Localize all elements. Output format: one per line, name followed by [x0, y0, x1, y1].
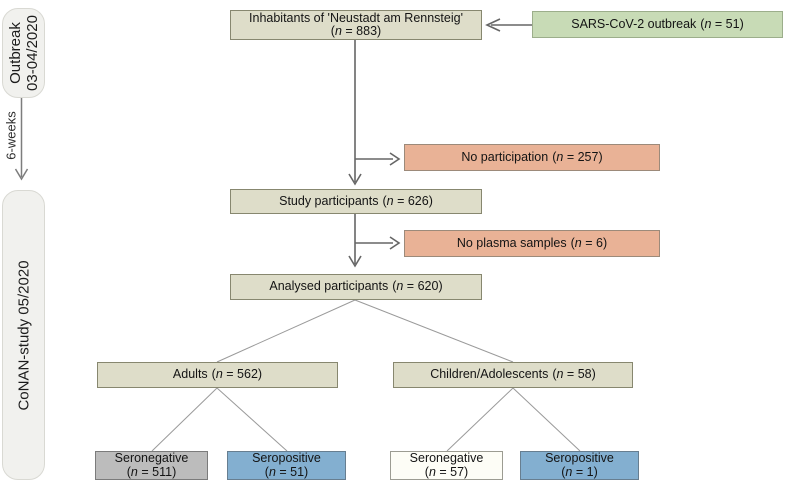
- children-seropositive-box: Seropositive (n = 1): [520, 451, 639, 480]
- no-participation-box: No participation(n = 257): [404, 144, 660, 171]
- n-count: (n = 58): [552, 367, 596, 382]
- no-plasma-samples-box: No plasma samples(n = 6): [404, 230, 660, 257]
- n-count: (n = 562): [211, 367, 263, 382]
- line-adults-to-seropositive: [216, 387, 288, 452]
- timeline-outbreak-label: Outbreak 03-04/2020: [6, 15, 41, 91]
- box-label: No plasma samples(n = 6): [456, 235, 608, 250]
- children-seronegative-box: Seronegative (n = 57): [390, 451, 503, 480]
- analysed-participants-box: Analysed participants(n = 620): [230, 274, 482, 300]
- line-analysed-to-children: [354, 299, 514, 363]
- timeline-interval-label: 6-weeks: [3, 111, 19, 160]
- n-count: (n = 6): [570, 235, 608, 250]
- box-label: Adults(n = 562): [172, 367, 263, 382]
- line-children-to-seronegative: [446, 387, 514, 452]
- adults-seronegative-box: Seronegative (n = 511): [95, 451, 208, 480]
- n-count: (n = 620): [392, 279, 443, 294]
- line-analysed-to-adults: [216, 299, 356, 363]
- n-count: (n = 1): [561, 464, 598, 479]
- timeline-conan-study-pill: CoNAN-study 05/2020: [2, 190, 45, 480]
- box-label: SARS-CoV-2 outbreak(n = 51): [571, 16, 744, 31]
- box-label: Children/Adolescents(n = 58): [430, 367, 596, 382]
- box-label: Inhabitants of 'Neustadt am Rennsteig': [249, 10, 463, 25]
- line-adults-to-seronegative: [151, 387, 218, 452]
- study-participants-box: Study participants(n = 626): [230, 189, 482, 214]
- sars-cov-2-outbreak-box: SARS-CoV-2 outbreak(n = 51): [532, 11, 783, 38]
- arrowhead-down-icon: [348, 255, 362, 268]
- box-label: Seropositive: [545, 451, 614, 465]
- line-children-to-seropositive: [512, 387, 581, 452]
- n-count: (n = 626): [382, 193, 433, 208]
- timeline-outbreak-pill: Outbreak 03-04/2020: [2, 8, 45, 98]
- arrowhead-left-icon: [485, 18, 501, 32]
- arrowhead-down-icon: [14, 168, 29, 181]
- n-count: (n = 51): [264, 464, 309, 479]
- n-count: (n = 883): [330, 24, 382, 38]
- inhabitants-box: Inhabitants of 'Neustadt am Rennsteig' (…: [230, 10, 482, 40]
- n-count: (n = 511): [126, 464, 177, 479]
- box-label: Seropositive: [252, 451, 321, 465]
- arrowhead-down-icon: [348, 173, 362, 186]
- arrowhead-right-icon: [389, 236, 401, 250]
- adults-seropositive-box: Seropositive (n = 51): [227, 451, 346, 480]
- n-count: (n = 57): [424, 464, 469, 479]
- timeline-conan-study-label: CoNAN-study 05/2020: [15, 259, 32, 411]
- box-label: Seronegative: [409, 451, 484, 465]
- n-count: (n = 257): [552, 149, 603, 164]
- box-label: Analysed participants(n = 620): [269, 279, 443, 294]
- box-label: Seronegative: [114, 451, 189, 465]
- box-label: No participation(n = 257): [461, 149, 603, 164]
- children-adolescents-box: Children/Adolescents(n = 58): [393, 362, 633, 388]
- box-label: Study participants(n = 626): [279, 193, 433, 208]
- n-count: (n = 51): [700, 16, 744, 31]
- adults-box: Adults(n = 562): [97, 362, 338, 388]
- arrowhead-right-icon: [389, 152, 401, 166]
